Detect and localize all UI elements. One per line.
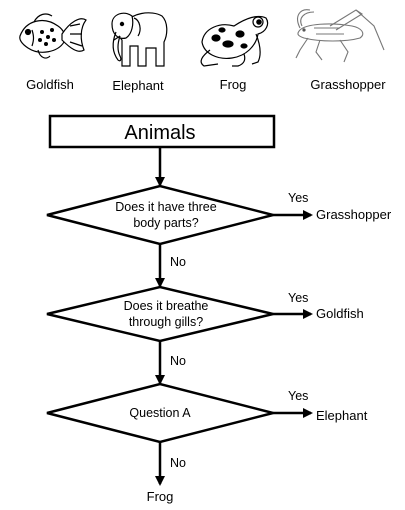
- no-label-1: No: [170, 255, 186, 269]
- yes-label-2: Yes: [288, 291, 308, 305]
- animal-label-grasshopper: Grasshopper: [310, 77, 386, 92]
- elephant-icon: [111, 12, 168, 67]
- goldfish-icon: [19, 13, 87, 59]
- decision-diamond-2: [46, 285, 274, 343]
- animal-label-elephant: Elephant: [112, 78, 164, 93]
- result-elephant: Elephant: [316, 408, 368, 423]
- yes-label-1: Yes: [288, 191, 308, 205]
- result-grasshopper: Grasshopper: [316, 207, 392, 222]
- question-2-line-1: Does it breathe: [124, 299, 209, 313]
- animal-label-goldfish: Goldfish: [26, 77, 74, 92]
- animal-label-frog: Frog: [220, 77, 247, 92]
- question-2-line-2: through gills?: [129, 315, 203, 329]
- grasshopper-icon: [295, 9, 385, 63]
- question-3-line-1: Question A: [129, 406, 191, 420]
- title-box: [48, 114, 276, 149]
- no-label-3: No: [170, 456, 186, 470]
- yes-label-3: Yes: [288, 389, 308, 403]
- result-goldfish: Goldfish: [316, 306, 364, 321]
- question-1-line-2: body parts?: [133, 216, 198, 230]
- title-label: Animals: [124, 122, 195, 144]
- frog-icon: [200, 15, 269, 67]
- decision-diamond-1: [46, 184, 274, 246]
- result-frog: Frog: [147, 489, 174, 504]
- no-label-2: No: [170, 354, 186, 368]
- question-1-line-1: Does it have three: [115, 200, 216, 214]
